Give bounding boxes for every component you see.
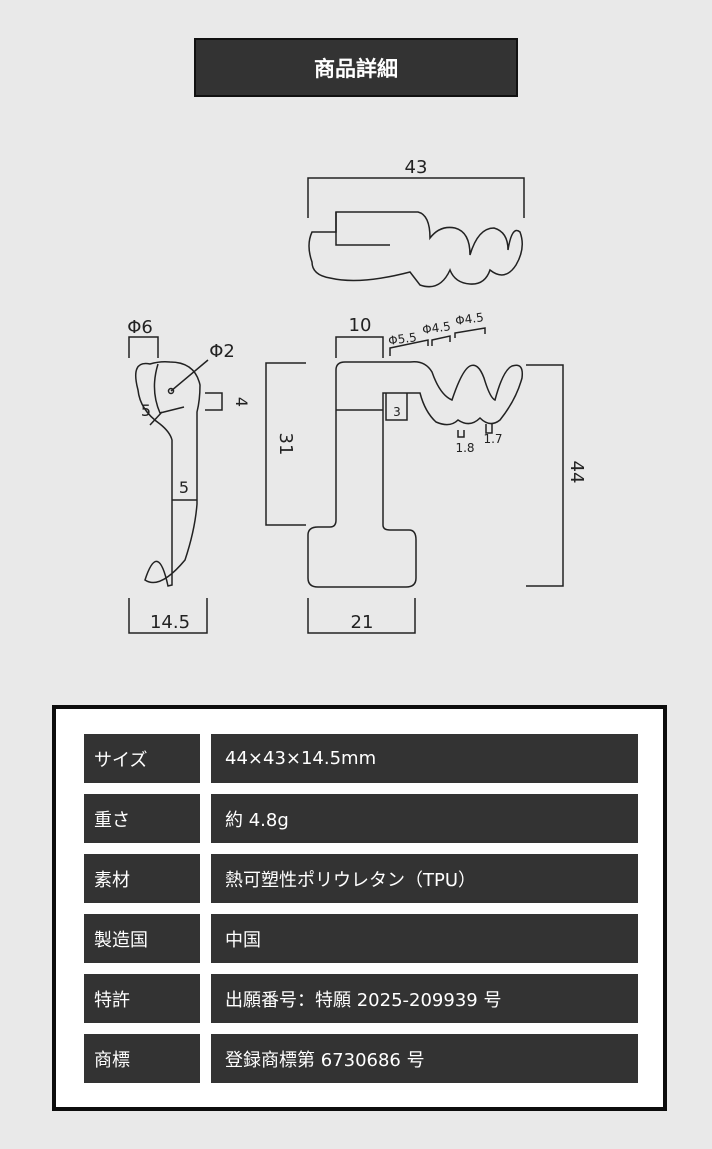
- dim-5-shaft-label: 5: [179, 478, 189, 497]
- front-view: 10 Φ5.5 Φ4.5 Φ4.5 31 3 1.8 1.7 44 21: [265, 310, 587, 634]
- spec-label: サイズ: [84, 734, 200, 783]
- dim-14-5-label: 14.5: [150, 612, 190, 633]
- dim-coil3-label: Φ4.5: [454, 310, 484, 328]
- spec-row-weight: 重さ約 4.8g: [84, 794, 638, 843]
- dim-phi6-label: Φ6: [127, 317, 153, 338]
- dim-1-8-label: 1.8: [455, 441, 474, 455]
- top-view-detail: [335, 212, 390, 246]
- spec-label: 重さ: [84, 794, 200, 843]
- dim-4-label: 4: [232, 397, 251, 407]
- side-view-outline: [135, 361, 201, 587]
- dim-bracket-44: [526, 364, 564, 587]
- spec-row-origin: 製造国中国: [84, 914, 638, 963]
- spec-value: 登録商標第 6730686 号: [211, 1034, 638, 1083]
- side-view: Φ6 Φ2 4 5 5 14.5: [127, 317, 251, 634]
- dim-bracket-31: [265, 362, 306, 526]
- spec-label: 製造国: [84, 914, 200, 963]
- page-title: 商品詳細: [194, 38, 518, 97]
- spec-label: 特許: [84, 974, 200, 1023]
- dim-43-label: 43: [405, 157, 428, 178]
- dim-44-label: 44: [566, 461, 587, 484]
- product-dimension-diagram: 43 Φ6 Φ2 4 5 5 14.5 10 Φ5.5 Φ4.5 Φ4.5 31…: [127, 157, 587, 634]
- spec-value: 44×43×14.5mm: [211, 734, 638, 783]
- dim-bracket-43: [307, 177, 525, 218]
- dim-10-label: 10: [349, 315, 372, 336]
- dim-bracket-21: [307, 598, 416, 634]
- spec-row-trademark: 商標登録商標第 6730686 号: [84, 1034, 638, 1083]
- spec-label: 素材: [84, 854, 200, 903]
- spec-value: 熱可塑性ポリウレタン（TPU）: [211, 854, 638, 903]
- spec-value: 中国: [211, 914, 638, 963]
- dim-bracket-phi6: [128, 336, 159, 358]
- dim-3-label: 3: [393, 405, 401, 419]
- dim-1-7-label: 1.7: [483, 432, 502, 446]
- spec-value: 約 4.8g: [211, 794, 638, 843]
- spec-value: 出願番号：特願 2025-209939 号: [211, 974, 638, 1023]
- front-view-outline: [307, 360, 524, 588]
- dim-bracket-4: [205, 392, 223, 411]
- top-view-outline: [308, 211, 523, 288]
- spec-row-material: 素材熱可塑性ポリウレタン（TPU）: [84, 854, 638, 903]
- dim-31-label: 31: [275, 433, 296, 456]
- page-title-text: 商品詳細: [314, 56, 398, 81]
- dim-coil2-label: Φ4.5: [421, 319, 451, 337]
- spec-label: 商標: [84, 1034, 200, 1083]
- spec-row-patent: 特許出願番号：特願 2025-209939 号: [84, 974, 638, 1023]
- dim-5-neck-label: 5: [141, 401, 151, 420]
- dim-phi2-label: Φ2: [209, 341, 235, 362]
- dim-bracket-10: [335, 336, 384, 358]
- dim-21-label: 21: [351, 612, 374, 633]
- top-view: 43: [307, 157, 525, 288]
- dim-bracket-14-5: [128, 598, 208, 634]
